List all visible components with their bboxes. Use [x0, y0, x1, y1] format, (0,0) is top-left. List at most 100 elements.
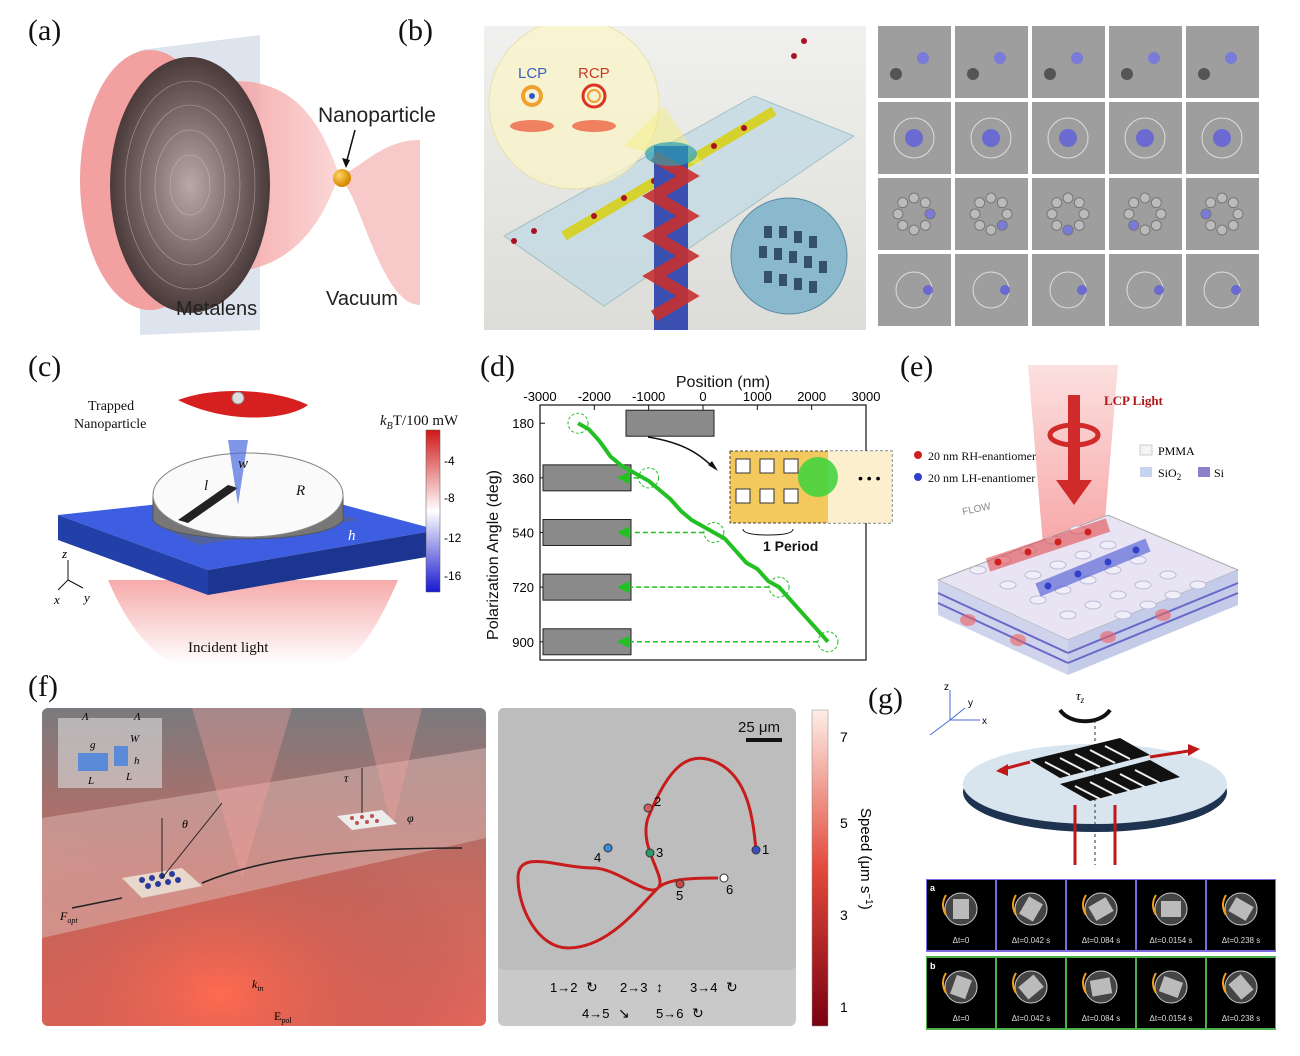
f-speed-label: Speed (μm s−1) [857, 808, 874, 910]
g-time-label: Δt=0.042 s [1012, 936, 1050, 945]
cbf-tick-3: 1 [840, 999, 848, 1015]
panel-label-f: (f) [28, 670, 58, 703]
svg-text:x: x [53, 592, 60, 607]
g-time-label: Δt=0.238 s [1222, 936, 1260, 945]
panel-label-d: (d) [480, 350, 515, 383]
panel-d-chart: Position (nm) Polarization Angle (deg) -… [485, 374, 893, 661]
f-point-label: 5 [676, 888, 683, 903]
f-g-label: g [90, 739, 96, 751]
nanoparticle-label: Nanoparticle [318, 104, 436, 127]
f-l1-label: L [125, 771, 132, 783]
vacuum-label: Vacuum [326, 288, 398, 310]
d-period-label: 1 Period [763, 538, 818, 554]
cb-c-tick-2: -12 [444, 531, 462, 545]
f-point-label: 6 [726, 882, 733, 897]
f-point-label: 2 [654, 794, 661, 809]
f-track-point [643, 803, 653, 813]
e-lh-label: 20 nm LH-enantiomer [928, 471, 1035, 485]
f-epol-label: Epol [274, 1009, 292, 1025]
cb-c-tick-0: -4 [444, 454, 455, 468]
f-legend-icon: ↻ [692, 1005, 704, 1021]
d-arrow-head [617, 471, 629, 484]
f-phi-label: φ [407, 811, 414, 825]
g-time-label: Δt=0 [953, 936, 970, 945]
d-marker-circle [703, 522, 725, 543]
f-legend-item: 1→2 [550, 980, 577, 995]
f-lx-label: Λ [81, 711, 89, 723]
g-time-label: Δt=0.0154 s [1150, 936, 1193, 945]
panel-e-illustration: LCP Light 20 nm RH-enantiomer 20 nm LH-e… [914, 365, 1240, 675]
panel-f-colorbar: 7 5 3 1 Speed (μm s−1) [811, 709, 874, 1027]
d-period-inset: • • • 1 Period [729, 450, 893, 554]
d-xtick-label: -3000 [523, 389, 556, 404]
colorbar-c [425, 429, 441, 593]
e-rh-label: 20 nm RH-enantiomer [928, 449, 1036, 463]
incident-light-label: Incident light [188, 640, 269, 656]
d-series-line [577, 421, 830, 644]
d-xtick-label: -2000 [578, 389, 611, 404]
g-tau-label: τz [1076, 688, 1085, 705]
f-point-label: 3 [656, 845, 663, 860]
f-legend-icon: ↻ [726, 979, 738, 995]
svg-text:y: y [82, 590, 90, 605]
g-time-label: Δt=0.0154 s [1150, 1014, 1193, 1023]
f-legend-icon: ↻ [586, 979, 598, 995]
f-legend-icon: ↘ [618, 1005, 630, 1021]
d-marker-circle [638, 467, 660, 489]
panel-f-illustration: θ φ τ Fopt kin Epol Λ Λ g W h L L [42, 708, 486, 1026]
svg-text:• • •: • • • [858, 470, 881, 486]
panel-a-illustration: Nanoparticle Metalens Vacuum [80, 35, 436, 335]
axes-c: z x y [53, 546, 90, 607]
svg-text:y: y [968, 698, 973, 709]
f-legend-item: 2→3 [620, 980, 647, 995]
cb-c-tick-1: -8 [444, 491, 455, 505]
d-xtick-label: 2000 [797, 389, 826, 404]
g-time-label: Δt=0.238 s [1222, 1014, 1260, 1023]
d-ytick-label: 360 [512, 471, 534, 486]
panel-label-c: (c) [28, 350, 62, 383]
panel-label-g: (g) [868, 682, 903, 715]
f-legend-item: 3→4 [690, 980, 717, 995]
d-xtick-label: 1000 [743, 389, 772, 404]
colorbar-c-title: kBT/100 mW [380, 413, 459, 432]
d-arrow-head [617, 635, 629, 648]
lcp-label: LCP [518, 65, 547, 82]
h-label: h [348, 528, 356, 544]
cbf-tick-1: 5 [840, 815, 848, 831]
f-point-label: 4 [594, 850, 601, 865]
g-axes: z y x [929, 682, 987, 736]
d-inset-image [542, 519, 632, 546]
g-time-label: Δt=0.084 s [1082, 1014, 1120, 1023]
r-label: R [295, 483, 305, 499]
f-theta-label: θ [182, 817, 188, 831]
f-scale-label: 25 μm [738, 719, 780, 736]
svg-text:x: x [982, 716, 987, 727]
f-h-label: h [134, 755, 140, 767]
f-legend-item: 4→5 [582, 1006, 609, 1021]
panel-b-micrograph-grid [878, 26, 1262, 330]
panel-c-illustration: Trapped Nanoparticle l w R h Incident li… [53, 390, 462, 665]
d-ytick-label: 540 [512, 526, 534, 541]
svg-text:z: z [61, 546, 67, 561]
d-ylabel: Polarization Angle (deg) [485, 470, 502, 640]
d-ytick-label: 900 [512, 635, 534, 650]
d-inset-image [542, 464, 632, 492]
panel-g-illustration: z y x τz [929, 682, 1227, 865]
d-inset-image [542, 628, 632, 656]
d-xtick-label: -1000 [632, 389, 665, 404]
e-pmma-label: PMMA [1158, 444, 1195, 458]
f-point-label: 1 [762, 842, 769, 857]
d-xtick-label: 3000 [852, 389, 881, 404]
metalens-label: Metalens [176, 298, 257, 320]
f-legend-item: 5→6 [656, 1006, 683, 1021]
e-flow-label: FLOW [961, 501, 992, 518]
f-track-point [603, 843, 613, 853]
f-track-point [645, 848, 655, 858]
d-arrow-head [617, 526, 629, 539]
f-track-point [675, 879, 685, 889]
d-marker-circle [567, 412, 589, 434]
panel-label-b: (b) [398, 14, 433, 47]
f-tau-label: τ [344, 771, 349, 785]
